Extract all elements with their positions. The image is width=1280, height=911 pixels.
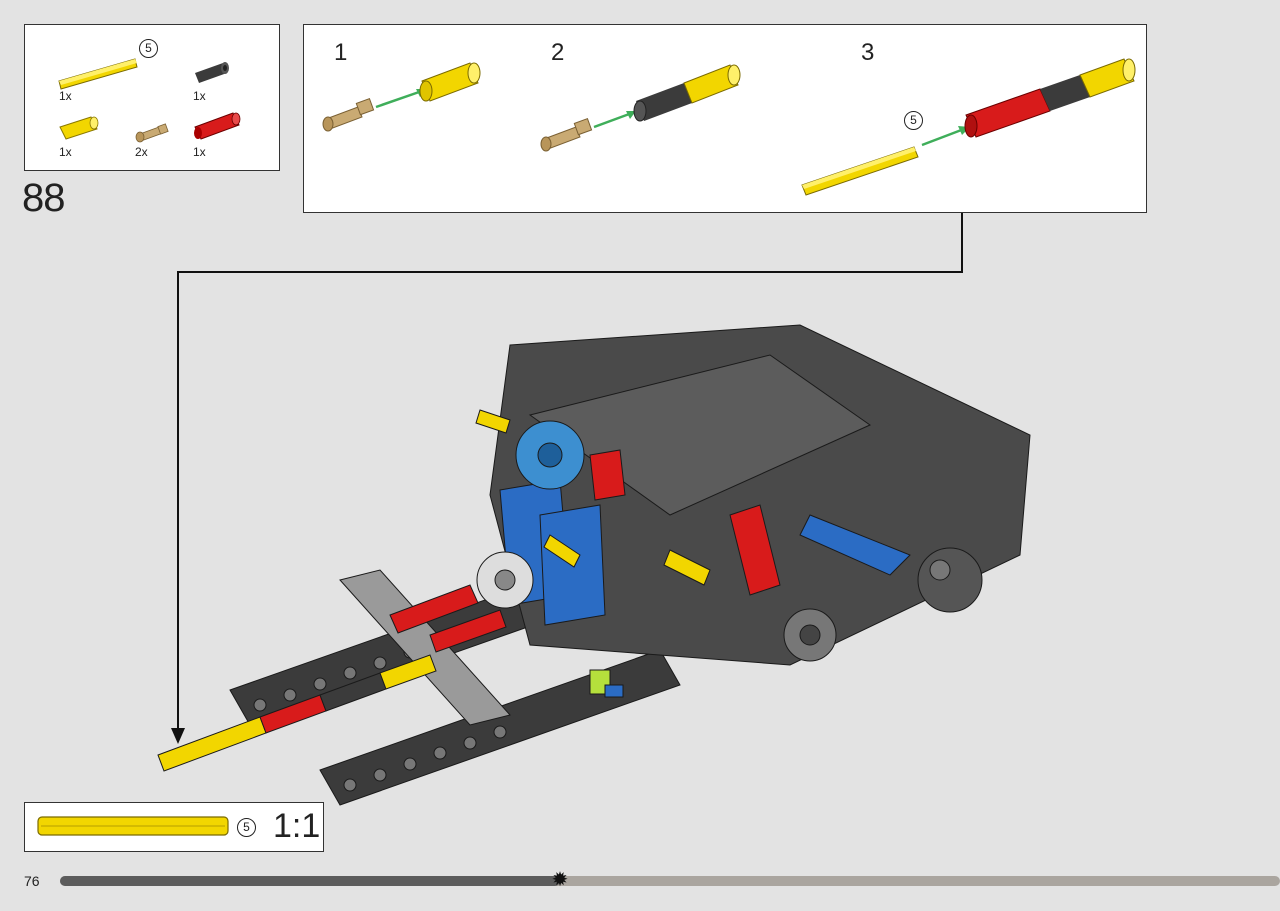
- length-gauge-box: 5 1:1: [24, 802, 324, 852]
- yellow-short-axle-part-icon: [59, 116, 99, 140]
- substep-3-illustration: [801, 58, 1136, 196]
- substep-length-badge: 5: [904, 111, 923, 130]
- part-qty: 1x: [59, 145, 72, 159]
- substep-number: 2: [551, 39, 565, 66]
- tan-pin-part-icon: [135, 123, 169, 143]
- part-qty: 1x: [193, 145, 206, 159]
- gauge-length-badge: 5: [237, 818, 256, 837]
- part-qty: 1x: [193, 89, 206, 103]
- parts-list-box: 5 1x 1x 1x 2x 1x: [24, 24, 280, 171]
- progress-bar: [60, 876, 1280, 886]
- subassembly-callout-box: 1 2 3 5: [303, 24, 1147, 213]
- progress-marker-icon: ✹: [551, 869, 569, 891]
- dark-tube-part-icon: [195, 62, 229, 83]
- yellow-axle-gauge: [37, 816, 229, 836]
- scale-ratio: 1:1: [273, 807, 321, 845]
- yellow-axle-part-icon: [58, 58, 138, 90]
- substep-1-illustration: [322, 62, 481, 132]
- substep-number: 1: [334, 39, 348, 66]
- substep-number: 3: [861, 39, 875, 66]
- part-qty: 2x: [135, 145, 148, 159]
- main-model-illustration: [157, 324, 1031, 806]
- step-number: 88: [22, 176, 65, 220]
- page-number: 76: [24, 873, 40, 889]
- substep-2-illustration: [540, 64, 741, 152]
- part-qty: 1x: [59, 89, 72, 103]
- red-connector-part-icon: [194, 112, 241, 140]
- part-length-badge: 5: [139, 39, 158, 58]
